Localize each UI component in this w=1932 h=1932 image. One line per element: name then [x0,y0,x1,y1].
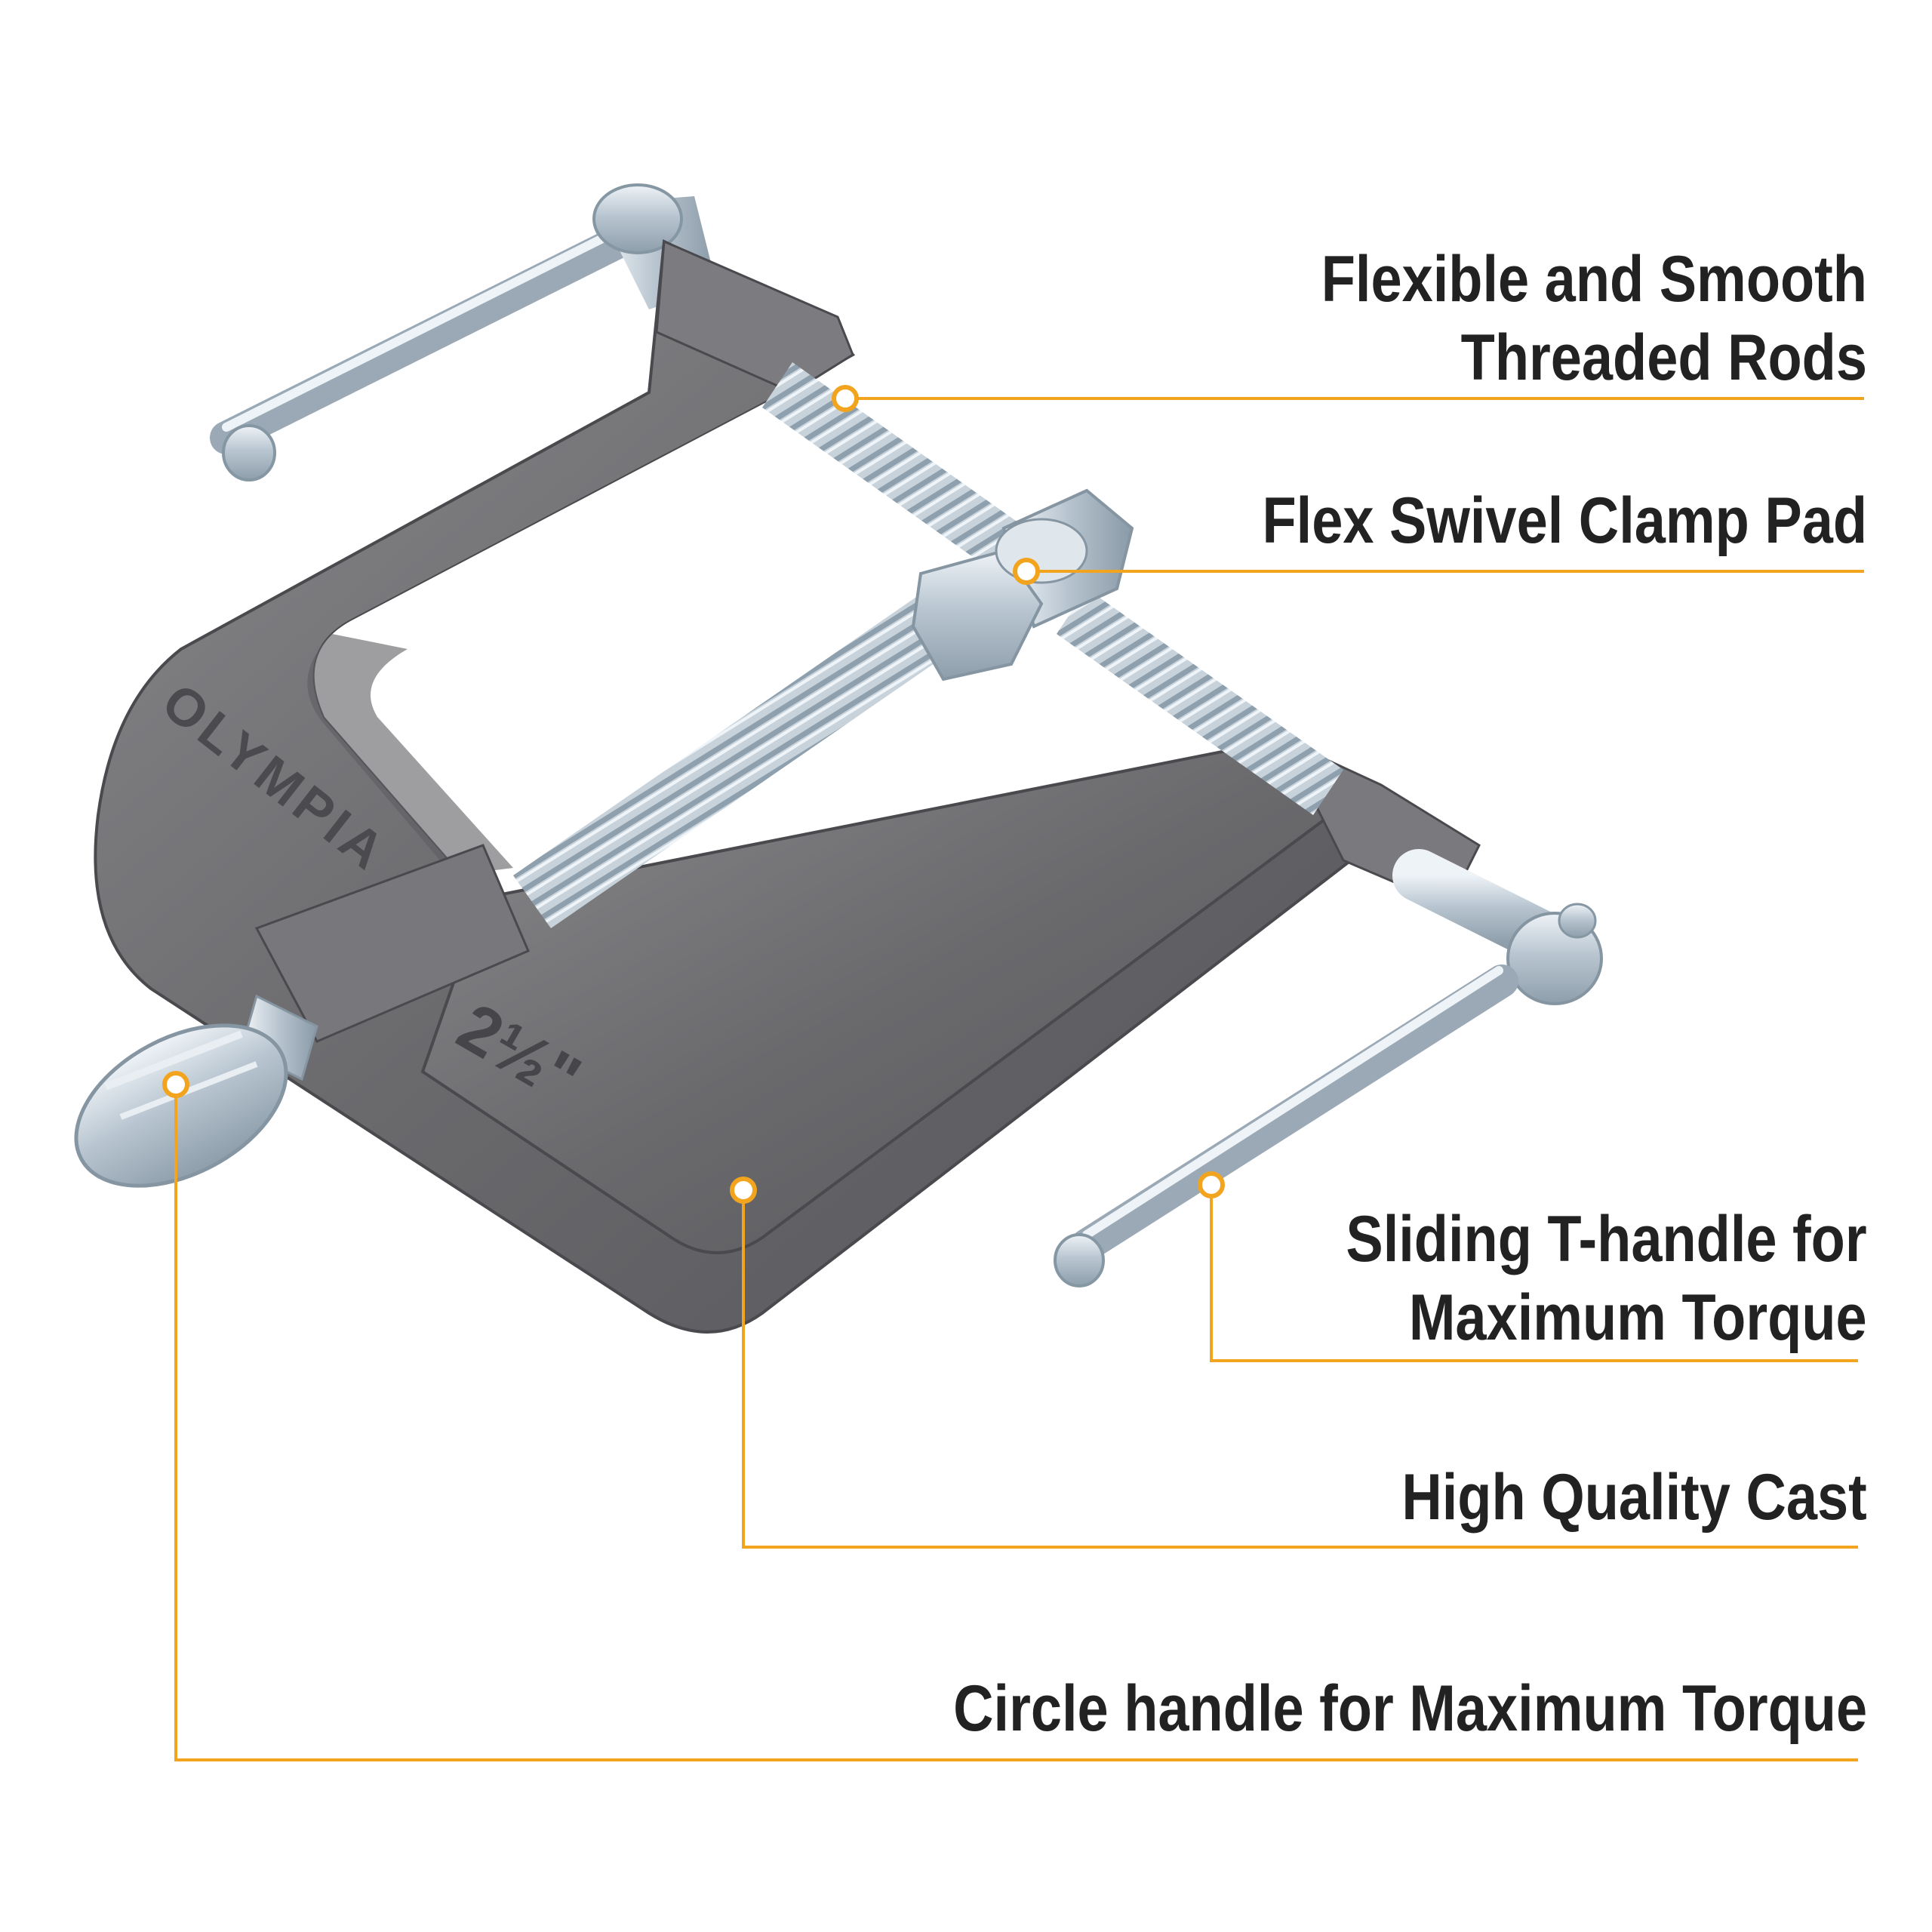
callout-dot [832,385,859,412]
callout-dot [1013,558,1040,585]
callout-line: Sliding T-handle for [1346,1203,1867,1275]
callout-line: Maximum Torque [1409,1281,1867,1354]
callout-dots [162,385,1225,1204]
callout-dot [1198,1171,1225,1198]
leader-cast [742,1190,1858,1549]
circle-handle [74,994,318,1188]
lower-threaded-rod [513,589,966,928]
callout-line: Threaded Rods [1460,321,1867,394]
swivel-pad-cluster [911,488,1134,681]
right-t-handle [1054,849,1603,1287]
callout-lines [174,397,1864,1761]
cast-frame: OLYMPIA 2½" [94,238,1481,1334]
leader-circle-handle [174,1084,1858,1761]
upper-threaded-rod [762,362,1343,815]
callout-line: Circle handle for Maximum Torque [953,1672,1867,1745]
callout-swivel-pad: Flex Swivel Clamp Pad [1262,481,1867,560]
callout-line: Flexible and Smooth [1321,243,1867,315]
callout-dot [730,1177,757,1204]
callout-cast: High Quality Cast [1402,1458,1867,1537]
callout-line: Flex Swivel Clamp Pad [1262,485,1867,557]
callout-t-handle: Sliding T-handle for Maximum Torque [1346,1200,1867,1357]
callout-dot [162,1071,189,1098]
leader-t-handle [1210,1185,1858,1362]
callout-line: High Quality Cast [1401,1461,1867,1534]
callout-circle-handle: Circle handle for Maximum Torque [953,1669,1867,1748]
callout-threaded-rods: Flexible and Smooth Threaded Rods [1321,240,1867,397]
